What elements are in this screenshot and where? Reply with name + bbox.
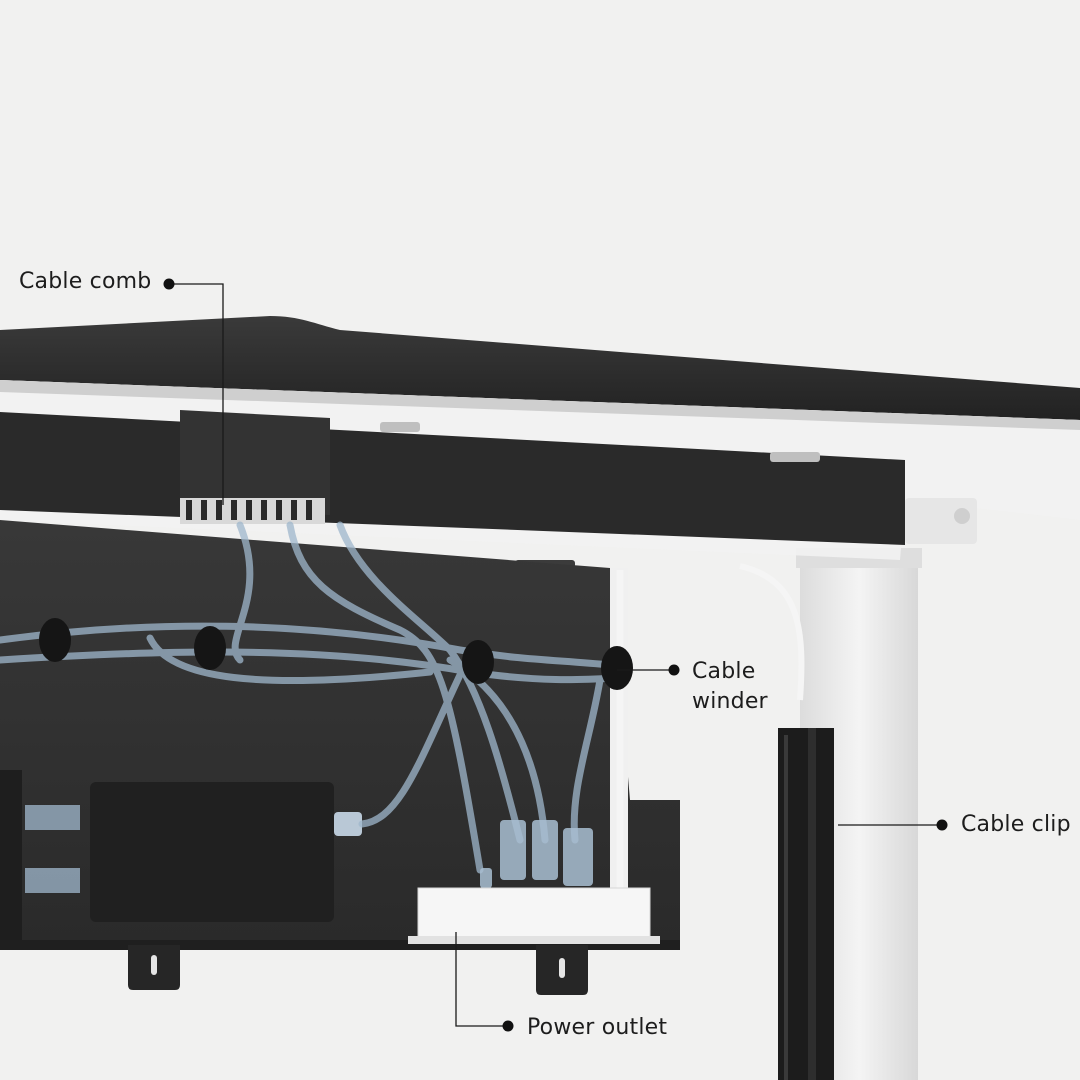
cable-clip-channel [778, 728, 834, 1080]
cable-winder-dot [668, 664, 680, 676]
plugs [480, 820, 593, 888]
cable-winders [39, 618, 633, 690]
cable-comb-label: Cable comb [19, 269, 152, 294]
power-outlet-strip [408, 887, 660, 944]
cable-clip-dot [936, 819, 948, 831]
white-cable-leg [739, 563, 805, 701]
cable-clip-label: Cable clip [961, 812, 1071, 837]
callout-dots [163, 278, 948, 1032]
power-supply [0, 770, 362, 940]
cable-winder-label: Cable winder [692, 657, 768, 717]
cable-winder-label-line2: winder [692, 689, 768, 714]
cable-comb-leader-line [170, 283, 224, 505]
callout-lines [170, 283, 940, 1027]
cable-comb [180, 498, 325, 524]
power-outlet-dot [502, 1020, 514, 1032]
cable-comb-dot [163, 278, 175, 290]
power-outlet-label: Power outlet [527, 1015, 668, 1040]
cable-winder-label-line1: Cable [692, 659, 756, 684]
power-outlet-leader-line [455, 932, 505, 1027]
